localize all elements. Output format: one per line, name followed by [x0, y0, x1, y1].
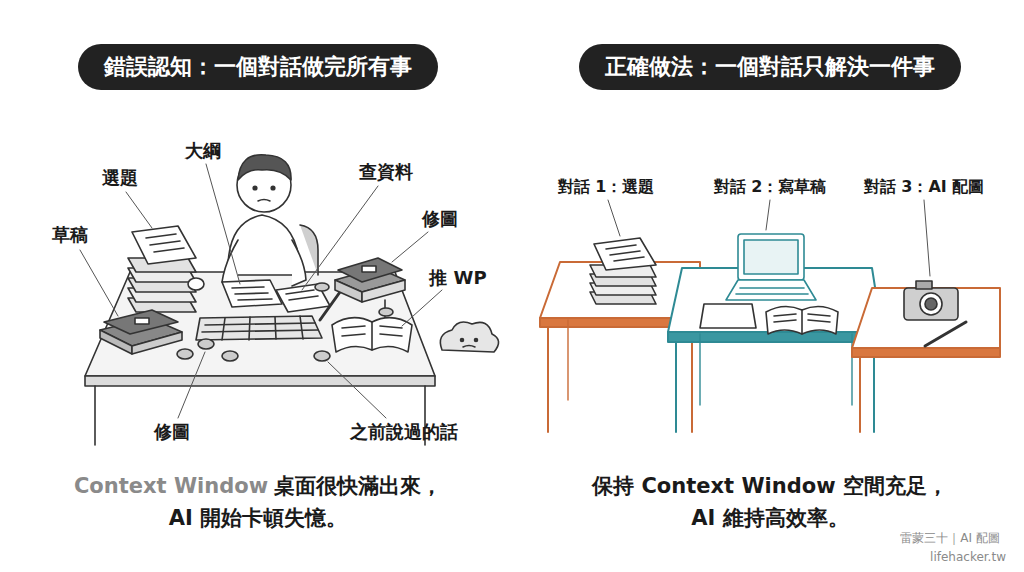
- book-stack-right: [335, 258, 405, 302]
- desk-orange-right: [852, 288, 1000, 432]
- item-label: 之前說過的話: [350, 421, 458, 443]
- mouse: [188, 278, 204, 290]
- desk-teal: [668, 268, 882, 432]
- item-label: 選題: [102, 167, 138, 189]
- outline-paper: [222, 280, 282, 307]
- item-label: 推 WP: [429, 267, 486, 289]
- open-book-right: [766, 306, 838, 334]
- leader-lines: [80, 164, 442, 418]
- heading-pill: 正確做法：一個對話只解決一件事: [579, 44, 961, 90]
- caption-text: Context Window: [74, 474, 268, 499]
- leader-lines-right: [608, 200, 930, 276]
- messy-desk: [85, 272, 435, 445]
- coins: [177, 283, 393, 361]
- caption-text: 保持 Context Window 空間充足，: [592, 474, 948, 499]
- item-label: 對話 3：AI 配圖: [864, 177, 985, 196]
- item-label: 對話 1：選題: [558, 177, 655, 196]
- open-book: [332, 318, 412, 352]
- desk-orange-left: [540, 262, 700, 432]
- item-label: 草稿: [52, 224, 88, 246]
- item-label: 對話 2：寫草稿: [714, 177, 827, 196]
- item-label: 大綱: [185, 140, 221, 162]
- pencil: [320, 292, 340, 320]
- pencil-right: [925, 322, 966, 346]
- paper-stack-right: [590, 238, 656, 304]
- heading-text: 錯誤認知：一個對話做完所有事: [104, 52, 412, 82]
- camera: [904, 281, 958, 320]
- sad-cloud: [440, 322, 498, 352]
- heading-text: 正確做法：一個對話只解決一件事: [605, 52, 935, 82]
- item-label: 查資料: [359, 161, 413, 183]
- caption-text: AI 開始卡頓失憶。: [169, 506, 347, 531]
- notepad: [700, 304, 756, 328]
- caption-text: 桌面很快滿出來，: [274, 474, 442, 499]
- paper-stack: [128, 226, 196, 312]
- book-stack: [100, 310, 182, 354]
- caption-text: AI 維持高效率。: [691, 506, 848, 531]
- keyboard: [196, 316, 322, 340]
- laptop: [726, 234, 816, 300]
- item-label: 修圖: [422, 208, 458, 230]
- watermark: 雷蒙三十｜AI 配圖: [900, 531, 1000, 545]
- item-label: 修圖: [154, 421, 190, 443]
- watermark: lifehacker.tw: [930, 550, 1006, 564]
- heading-pill: 錯誤認知：一個對話做完所有事: [78, 44, 438, 90]
